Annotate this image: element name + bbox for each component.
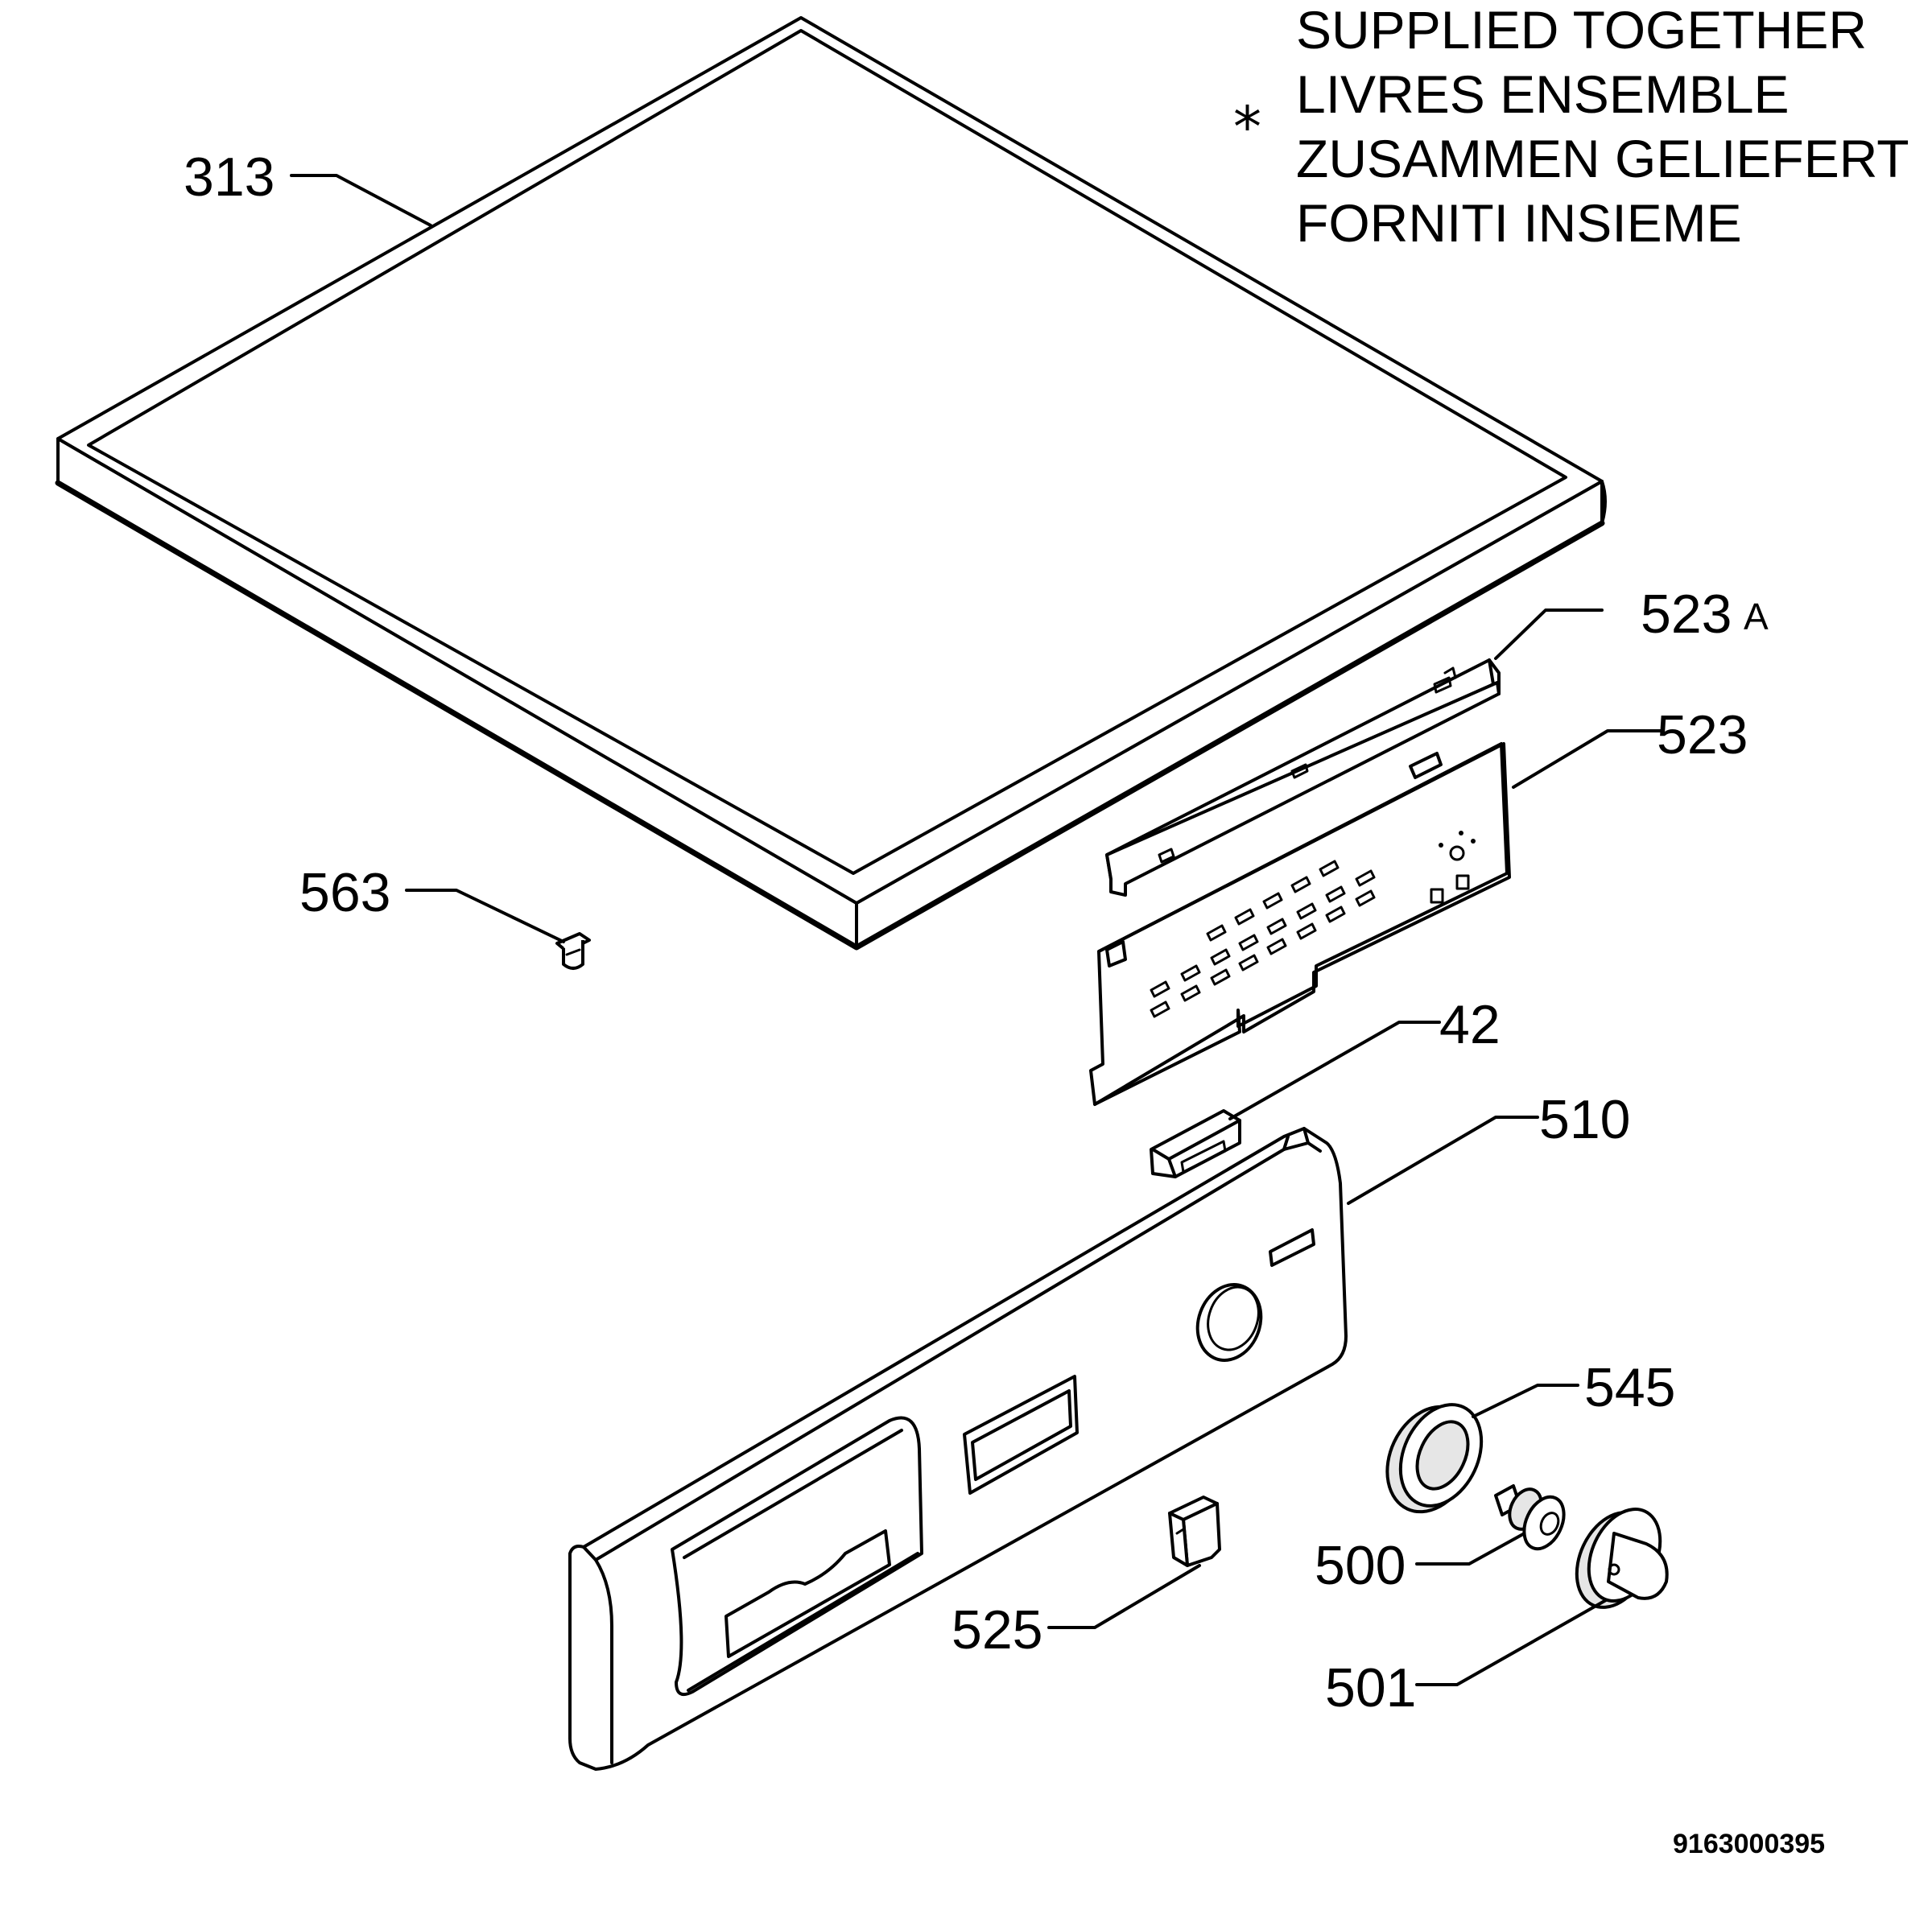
button-525 [1168, 1496, 1221, 1567]
top-cover-313 [55, 16, 1607, 951]
label-563: 563 [299, 862, 390, 923]
asterisk-marker: * [1233, 94, 1261, 160]
leader-lines [290, 174, 1664, 1686]
label-42: 42 [1439, 994, 1501, 1055]
label-523a: 523 [1641, 584, 1732, 645]
legend-line-de: ZUSAMMEN GELIEFERT [1296, 129, 1909, 188]
electronic-board-523 [1089, 742, 1511, 1106]
control-panel-510 [568, 1127, 1348, 1771]
label-523a-suffix: A [1744, 596, 1769, 637]
label-545: 545 [1584, 1357, 1675, 1418]
label-510: 510 [1539, 1089, 1630, 1150]
spindle-500 [1494, 1484, 1566, 1551]
legend-line-fr: LIVRES ENSEMBLE [1296, 64, 1790, 124]
ring-545 [1385, 1403, 1484, 1514]
strip-523a [1105, 658, 1501, 897]
label-501: 501 [1325, 1657, 1416, 1718]
label-525: 525 [952, 1599, 1042, 1661]
supplied-together-legend: * SUPPLIED TOGETHER LIVRES ENSEMBLE ZUSA… [1233, 0, 1909, 253]
knob-501 [1575, 1508, 1669, 1609]
label-523: 523 [1657, 704, 1748, 765]
label-500: 500 [1315, 1535, 1406, 1596]
screw-563 [555, 932, 591, 970]
document-number: 9163000395 [1673, 1829, 1825, 1859]
legend-line-it: FORNITI INSIEME [1296, 193, 1742, 253]
light-guide-42 [1150, 1109, 1241, 1178]
label-313: 313 [184, 146, 275, 208]
legend-line-en: SUPPLIED TOGETHER [1296, 0, 1867, 60]
